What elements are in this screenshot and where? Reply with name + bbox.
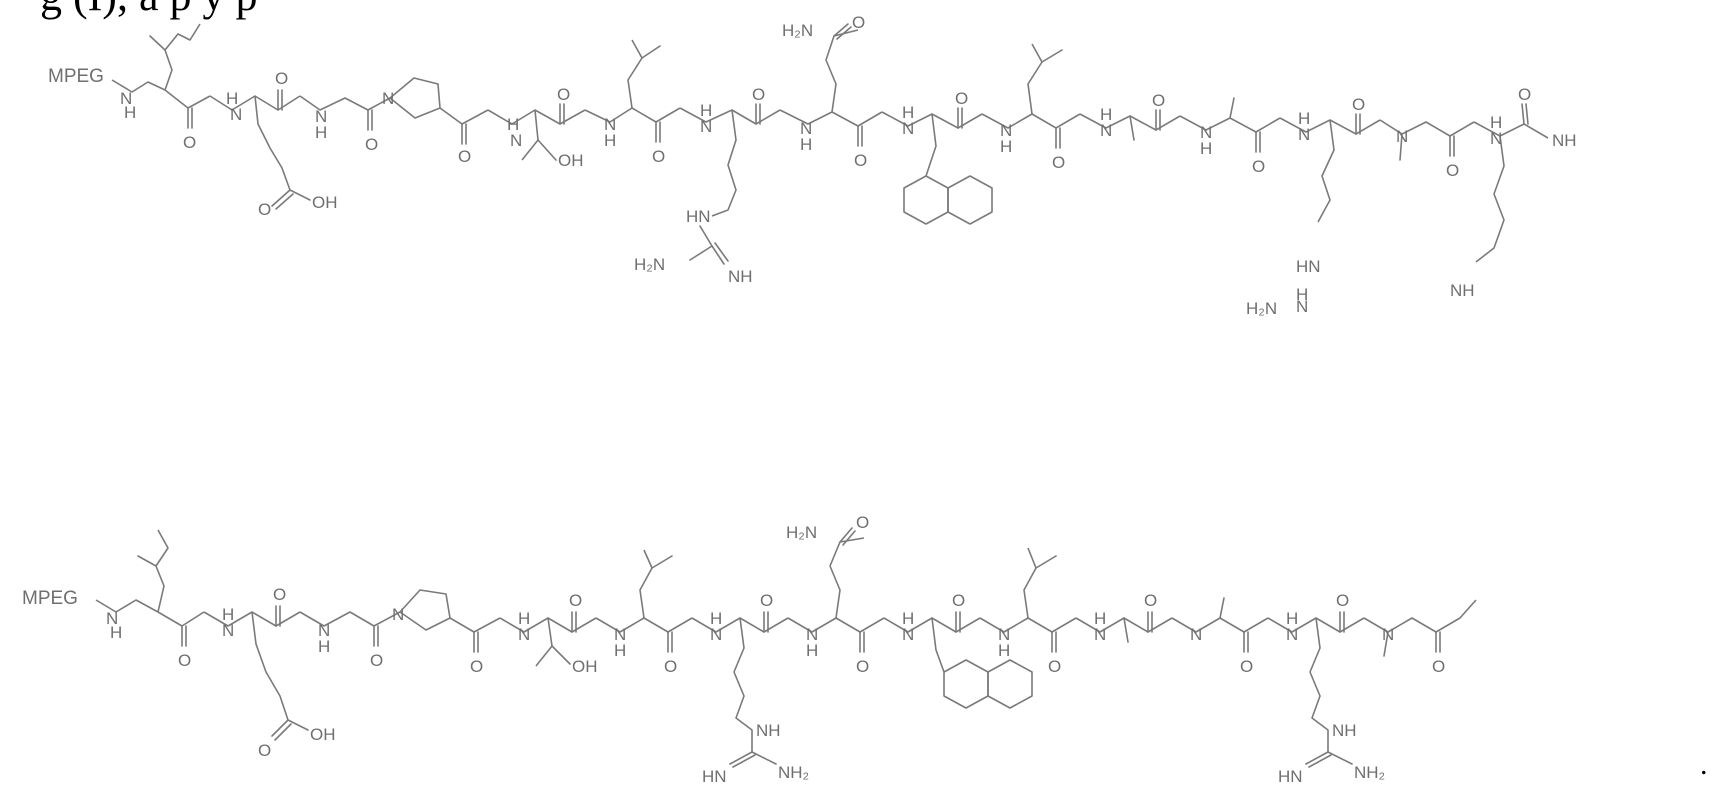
svg-text:HN: HN	[1296, 257, 1321, 276]
svg-text:NH: NH	[756, 721, 781, 740]
svg-text:O: O	[1446, 161, 1459, 180]
svg-text:O: O	[275, 69, 288, 88]
svg-text:O: O	[1152, 91, 1165, 110]
svg-text:HN: HN	[702, 767, 727, 786]
svg-text:OH: OH	[312, 193, 338, 212]
top-peptide-chain: MPEG	[48, 24, 1548, 264]
bottom-peptide-chain: MPEG	[22, 528, 1476, 767]
svg-text:O: O	[1052, 153, 1065, 172]
svg-text:O: O	[370, 651, 383, 670]
svg-text:N: N	[902, 119, 914, 138]
svg-text:N: N	[1094, 625, 1106, 644]
svg-text:H: H	[1200, 139, 1212, 158]
svg-text:O: O	[760, 591, 773, 610]
svg-text:NH: NH	[1450, 281, 1475, 300]
svg-text:O: O	[856, 657, 869, 676]
svg-text:O: O	[365, 135, 378, 154]
svg-text:O: O	[273, 585, 286, 604]
svg-text:O: O	[258, 200, 271, 219]
svg-text:H: H	[604, 131, 616, 150]
svg-text:N: N	[710, 625, 722, 644]
svg-text:H: H	[806, 641, 818, 660]
end-punctuation: .	[1700, 748, 1708, 782]
svg-text:N: N	[1100, 121, 1112, 140]
svg-text:O: O	[1352, 95, 1365, 114]
svg-text:N: N	[1382, 625, 1394, 644]
svg-text:N: N	[700, 117, 712, 136]
svg-text:H: H	[315, 123, 327, 142]
svg-text:H: H	[124, 103, 136, 122]
mpeg-label-bottom: MPEG	[22, 588, 78, 609]
svg-text:O: O	[1240, 657, 1253, 676]
svg-text:H: H	[800, 135, 812, 154]
svg-text:O: O	[183, 133, 196, 152]
top-chain-atom-labels: N H O H N O O OH N H O N O H N OH O N H …	[120, 13, 1577, 318]
svg-text:N: N	[1298, 125, 1310, 144]
svg-text:N: N	[510, 131, 522, 150]
svg-text:O: O	[1518, 85, 1531, 104]
svg-text:H: H	[998, 641, 1010, 660]
svg-text:H₂N: H₂N	[1246, 299, 1277, 318]
svg-text:N: N	[1490, 129, 1502, 148]
svg-text:O: O	[856, 513, 869, 532]
svg-text:N: N	[518, 625, 530, 644]
svg-text:N: N	[382, 89, 394, 108]
svg-text:N: N	[392, 605, 404, 624]
mpeg-label-top: MPEG	[48, 66, 104, 87]
svg-text:N: N	[222, 621, 234, 640]
svg-text:O: O	[470, 657, 483, 676]
svg-text:N: N	[230, 105, 242, 124]
svg-text:NH₂: NH₂	[778, 763, 809, 782]
svg-text:OH: OH	[558, 151, 584, 170]
svg-text:N: N	[1286, 625, 1298, 644]
svg-text:H: H	[1000, 137, 1012, 156]
svg-text:O: O	[258, 741, 271, 760]
svg-text:H₂N: H₂N	[786, 523, 817, 542]
svg-text:H₂N: H₂N	[634, 255, 665, 274]
svg-text:N: N	[1396, 127, 1408, 146]
svg-text:O: O	[557, 85, 570, 104]
svg-text:NH: NH	[1552, 131, 1577, 150]
svg-text:NH₂: NH₂	[1354, 763, 1385, 782]
svg-text:HN: HN	[686, 207, 711, 226]
svg-text:O: O	[1144, 591, 1157, 610]
svg-text:O: O	[1432, 657, 1445, 676]
svg-text:H₂N: H₂N	[782, 21, 813, 40]
svg-text:O: O	[752, 85, 765, 104]
svg-text:H: H	[318, 637, 330, 656]
svg-text:O: O	[1048, 657, 1061, 676]
svg-text:HN: HN	[1278, 767, 1303, 786]
svg-text:O: O	[458, 147, 471, 166]
svg-text:O: O	[1336, 591, 1349, 610]
svg-text:O: O	[952, 591, 965, 610]
svg-text:O: O	[652, 147, 665, 166]
svg-text:NH: NH	[1332, 721, 1357, 740]
svg-text:O: O	[852, 13, 865, 32]
svg-text:O: O	[854, 151, 867, 170]
svg-text:O: O	[178, 651, 191, 670]
svg-text:H: H	[614, 641, 626, 660]
svg-text:O: O	[1252, 157, 1265, 176]
svg-text:OH: OH	[310, 725, 336, 744]
svg-text:N: N	[902, 625, 914, 644]
svg-text:O: O	[955, 89, 968, 108]
svg-text:OH: OH	[572, 657, 598, 676]
svg-text:O: O	[664, 657, 677, 676]
svg-text:NH: NH	[728, 267, 753, 286]
svg-text:N: N	[1296, 297, 1308, 316]
svg-text:O: O	[569, 591, 582, 610]
svg-text:N: N	[1190, 625, 1202, 644]
svg-text:H: H	[110, 623, 122, 642]
